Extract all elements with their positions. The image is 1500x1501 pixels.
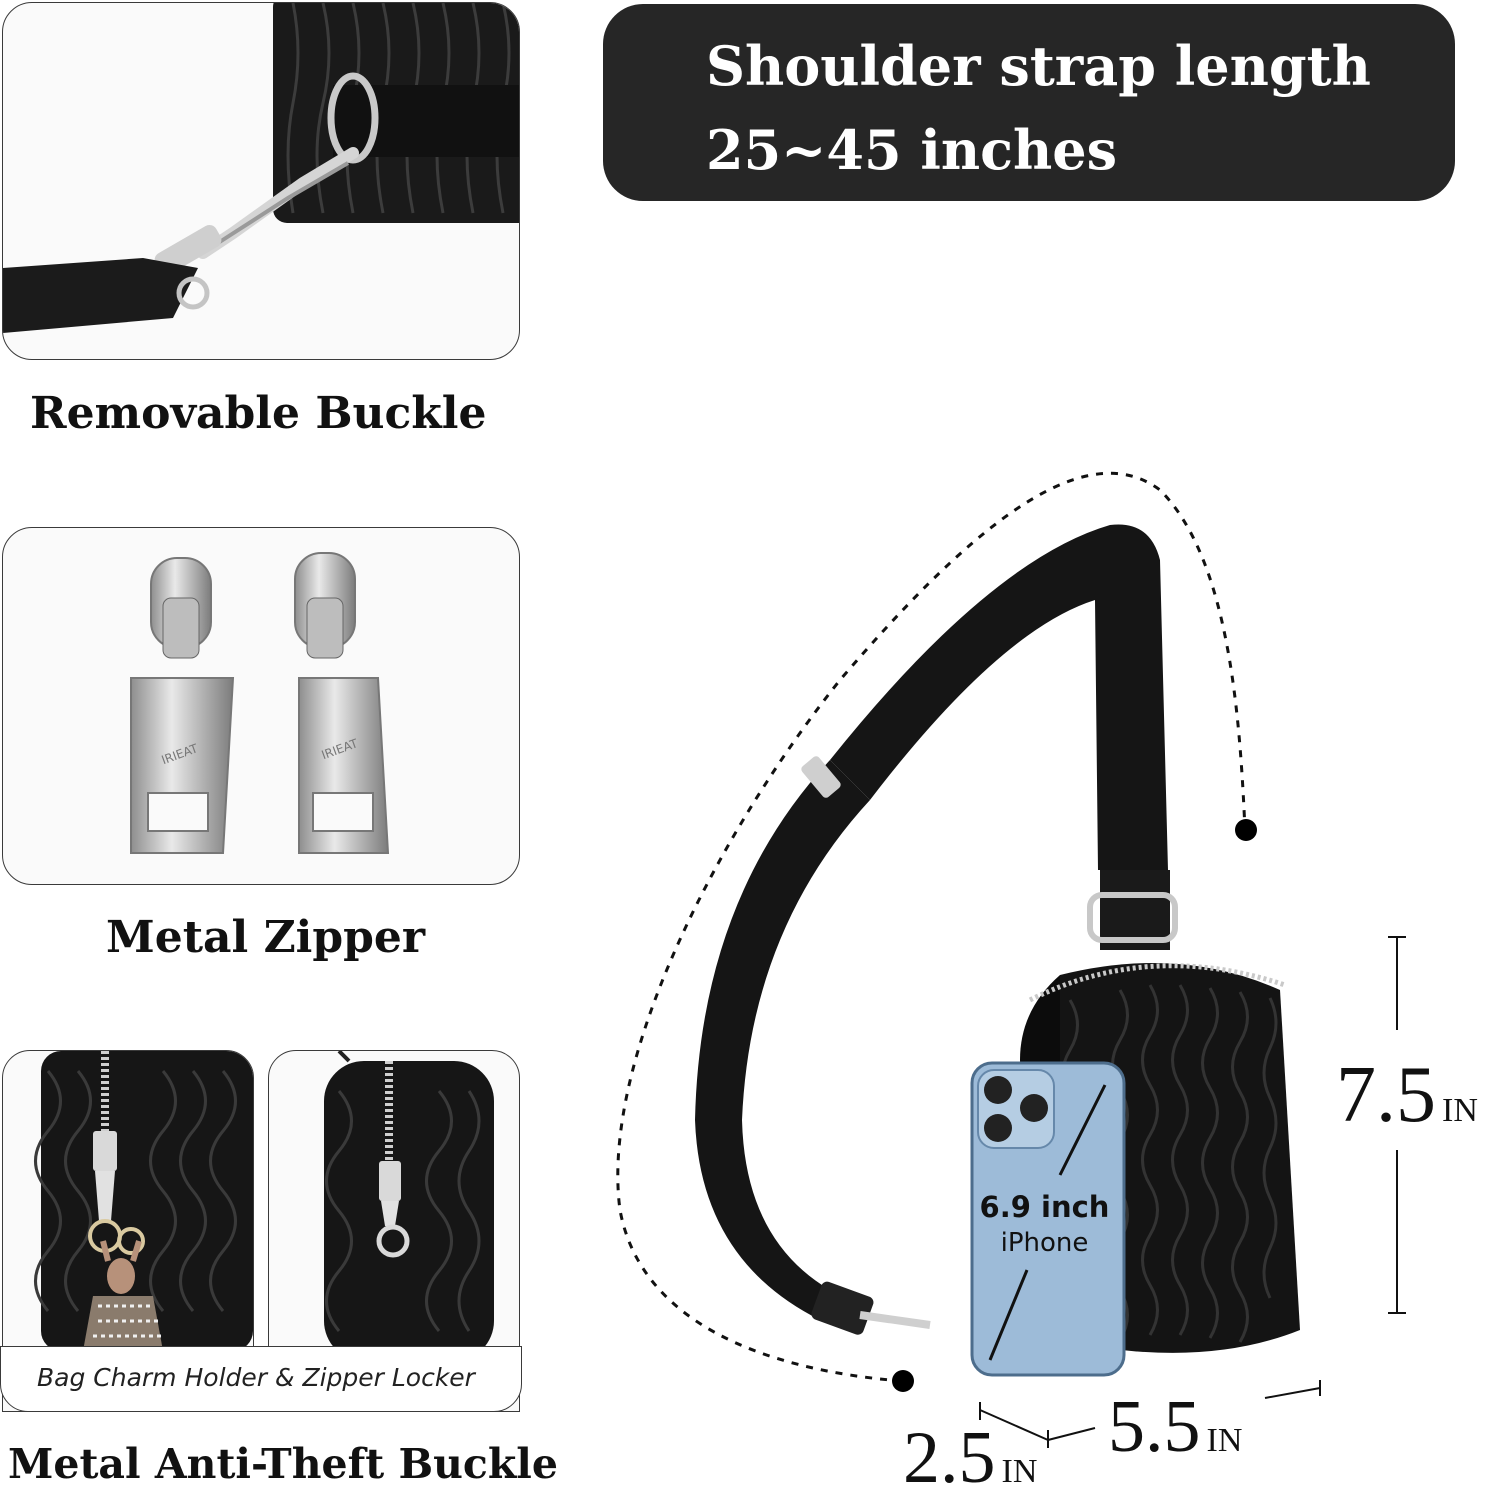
- depth-unit: IN: [1001, 1453, 1038, 1490]
- width-value: 5.5: [1108, 1386, 1201, 1468]
- strap-length-value: 25~45 inches: [706, 118, 1118, 182]
- charm-caption-text: Bag Charm Holder & Zipper Locker: [37, 1363, 475, 1392]
- metal-zipper-panel: IRIEAT IRIEAT: [2, 527, 520, 885]
- height-value: 7.5: [1336, 1051, 1436, 1139]
- depth-dimension-line: [979, 1402, 1049, 1441]
- charm-caption-box: Bag Charm Holder & Zipper Locker: [0, 1346, 522, 1412]
- zipper-pull-right: [294, 552, 390, 854]
- height-dimension-line: [1388, 936, 1406, 1314]
- strap-end-dot-top: [1235, 819, 1257, 841]
- zipper-pull-left: [130, 557, 235, 854]
- shoulder-strap: [695, 524, 1178, 1335]
- strap-length-banner: Shoulder strap length 25~45 inches: [603, 4, 1455, 201]
- metal-zipper-caption: Metal Zipper: [106, 912, 426, 963]
- removable-buckle-panel: [2, 2, 520, 360]
- strap-end-dot-bottom: [892, 1370, 914, 1392]
- removable-buckle-caption: Removable Buckle: [30, 388, 487, 439]
- zipper-pulls-illustration: IRIEAT IRIEAT: [130, 552, 390, 854]
- bag-charm-illustration: [34, 1051, 253, 1391]
- strap-length-dashed-guide: [616, 471, 1247, 1383]
- phone-size-label: 6.9 inch: [979, 1190, 1110, 1224]
- zipper-locker-illustration: [324, 1051, 494, 1361]
- depth-value: 2.5: [903, 1417, 996, 1499]
- buckle-illustration: [3, 3, 519, 333]
- width-unit: IN: [1206, 1422, 1243, 1459]
- bag-charm-panel: [2, 1050, 254, 1412]
- anti-theft-caption: Metal Anti-Theft Buckle: [8, 1440, 558, 1488]
- phone-model-label: iPhone: [1000, 1228, 1089, 1258]
- phone-illustration: [970, 1061, 1126, 1377]
- strap-length-title: Shoulder strap length: [706, 34, 1371, 98]
- height-unit: IN: [1442, 1092, 1478, 1129]
